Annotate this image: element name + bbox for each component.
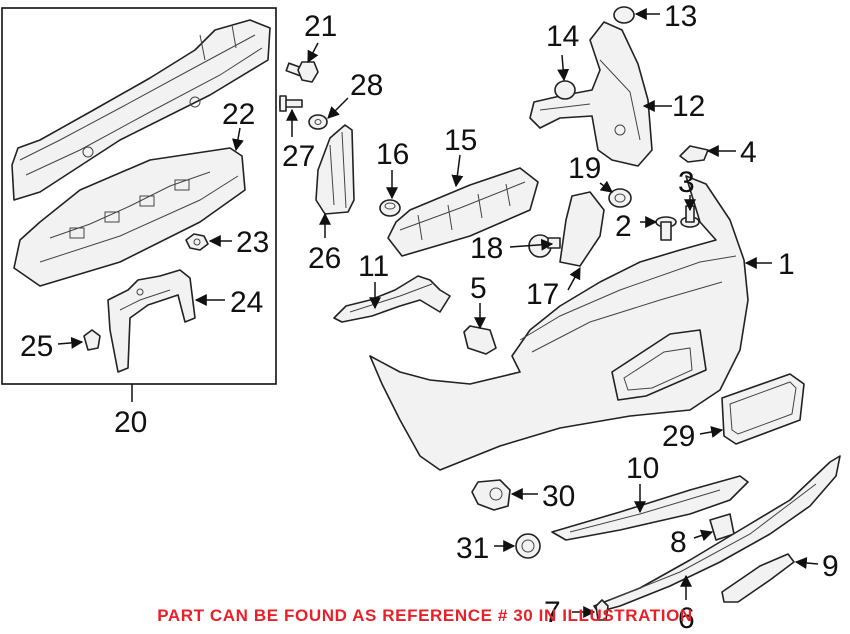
part-29-plate-lamp [721,373,805,445]
callout-14: 14 [546,20,579,53]
part-13-cap [613,6,635,24]
callout-23: 23 [236,226,269,259]
callout-27: 27 [282,140,315,173]
callout-2: 2 [615,210,632,243]
callout-26: 26 [308,242,341,275]
callout-12: 12 [672,90,705,123]
part-15-mounting-rail [387,167,539,257]
callout-9: 9 [822,550,839,583]
callout-16: 16 [376,138,409,171]
part-1-bumper-cover [369,175,749,471]
part-27-screw [279,95,303,112]
part-7-clip [595,599,609,621]
part-24-bracket [107,269,196,373]
part-4-clip [679,145,709,163]
reference-note: PART CAN BE FOUND AS REFERENCE # 30 IN I… [157,606,693,625]
part-3-stud [680,205,700,228]
callout-17: 17 [526,278,559,311]
callout-19: 19 [568,152,601,185]
part-2-bolt [655,216,677,241]
callout-10: 10 [626,452,659,485]
callout-31: 31 [456,532,489,565]
part-reinforcement-beam [11,19,271,201]
callout-25: 25 [20,330,53,363]
callout-11: 11 [358,250,389,283]
callout-28: 28 [350,69,383,102]
part-25-clip [83,329,101,351]
callout-29: 29 [662,420,695,453]
part-30-parking-sensor [471,479,511,511]
callout-5: 5 [470,272,487,305]
callout-6: 6 [678,602,695,634]
callout-21: 21 [304,10,337,43]
part-23-nut [185,233,209,251]
callout-30: 30 [542,480,575,513]
callout-1: 1 [778,248,795,281]
callout-8: 8 [670,526,687,559]
callout-4: 4 [740,136,757,169]
part-9-side-strip [721,553,795,603]
callout-22: 22 [222,98,255,131]
callout-labels: 1 2 3 4 5 6 7 8 9 10 11 12 13 14 15 16 1… [20,0,839,634]
part-28-washer [308,114,328,130]
part-6-lower-valance [593,455,841,613]
callout-18: 18 [470,232,503,265]
callout-7: 7 [544,596,561,629]
part-5-small-bracket [463,325,497,355]
part-16-grommet [379,199,401,217]
group-20-inset-box [1,7,277,385]
callout-24: 24 [230,286,263,319]
part-26-side-bracket [315,124,355,215]
callout-3: 3 [678,166,695,199]
part-17-guide-bracket [559,191,605,267]
part-14-rubber-mount [554,80,576,100]
part-11-side-bracket [333,275,451,323]
callout-15: 15 [444,124,477,157]
callout-13: 13 [664,0,697,33]
part-19-grommet [608,188,632,208]
part-21-bolt [285,61,319,83]
part-22-energy-absorber [13,147,246,287]
part-10-trim-strip [551,475,749,541]
leader-lines [57,7,819,618]
callout-20: 20 [114,406,147,439]
part-31-sensor-ring [515,533,541,559]
